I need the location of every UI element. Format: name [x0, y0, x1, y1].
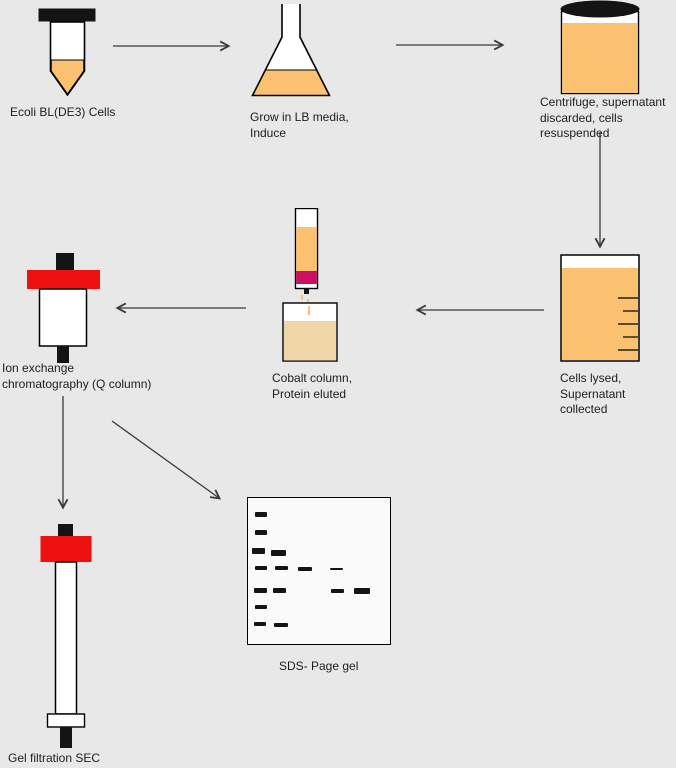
centrifuge-bottle	[558, 0, 642, 101]
tube-cap-icon	[38, 8, 96, 22]
gel-band	[255, 530, 267, 535]
sec-body-icon	[54, 561, 78, 715]
erlenmeyer-flask	[247, 3, 335, 106]
grow-label: Grow in LB media, Induce	[250, 110, 349, 140]
lysate-beaker	[560, 254, 640, 367]
flow-arrow	[111, 420, 222, 500]
collection-beaker	[282, 302, 338, 367]
gel-band	[273, 588, 286, 593]
gel-band	[274, 623, 288, 627]
gel-band	[298, 567, 312, 571]
q-column-body-icon	[38, 288, 88, 347]
q-column-cap-icon	[27, 270, 100, 289]
gel-band	[354, 588, 370, 594]
flask-outline-icon	[251, 4, 331, 97]
gel-band	[331, 589, 344, 593]
beaker-liquid-icon	[562, 268, 638, 360]
q-column	[26, 253, 104, 370]
sec-flange-icon	[46, 713, 86, 728]
gel-band	[255, 605, 267, 609]
sec-label: Gel filtration SEC	[8, 751, 101, 765]
q-column-bottom-stub-icon	[57, 346, 69, 363]
bottle-liquid-icon	[562, 23, 638, 93]
centrifuge-label: Centrifuge, supernatant discarded, cells…	[540, 95, 666, 141]
gel-band	[271, 550, 286, 556]
sds-gel	[247, 497, 391, 645]
sec-column	[38, 524, 94, 761]
q-column-top-stub-icon	[56, 253, 74, 272]
column-protein-band-icon	[296, 271, 317, 284]
column-resin-icon	[296, 227, 317, 271]
beaker-graduations-icon	[618, 297, 638, 351]
tube-liquid-icon	[50, 59, 85, 95]
column-outlet-icon	[304, 288, 309, 294]
sec-cap-icon	[40, 536, 92, 562]
sec-bottom-stub-icon	[60, 727, 72, 748]
ion-exchange-label: Ion exchange chromatography (Q column)	[2, 361, 152, 391]
cobalt-label: Cobalt column, Protein eluted	[272, 371, 353, 401]
sds-label: SDS- Page gel	[279, 659, 359, 673]
eluate-drips-icon	[301, 295, 309, 303]
ecoli-label: Ecoli BL(DE3) Cells	[10, 105, 116, 119]
sec-top-stub-icon	[58, 524, 73, 538]
gel-band	[275, 566, 288, 570]
lysed-label: Cells lysed, Supernatant collected	[560, 371, 626, 417]
cobalt-column	[293, 207, 323, 309]
gel-band	[254, 588, 267, 593]
gel-band	[255, 512, 267, 517]
collection-beaker-liquid-icon	[284, 321, 336, 361]
gel-band	[252, 548, 265, 554]
bottle-lid-icon	[560, 0, 640, 18]
gel-band	[255, 566, 267, 570]
eppendorf-tube	[38, 8, 98, 105]
gel-band	[254, 622, 266, 626]
gel-band	[330, 568, 343, 570]
